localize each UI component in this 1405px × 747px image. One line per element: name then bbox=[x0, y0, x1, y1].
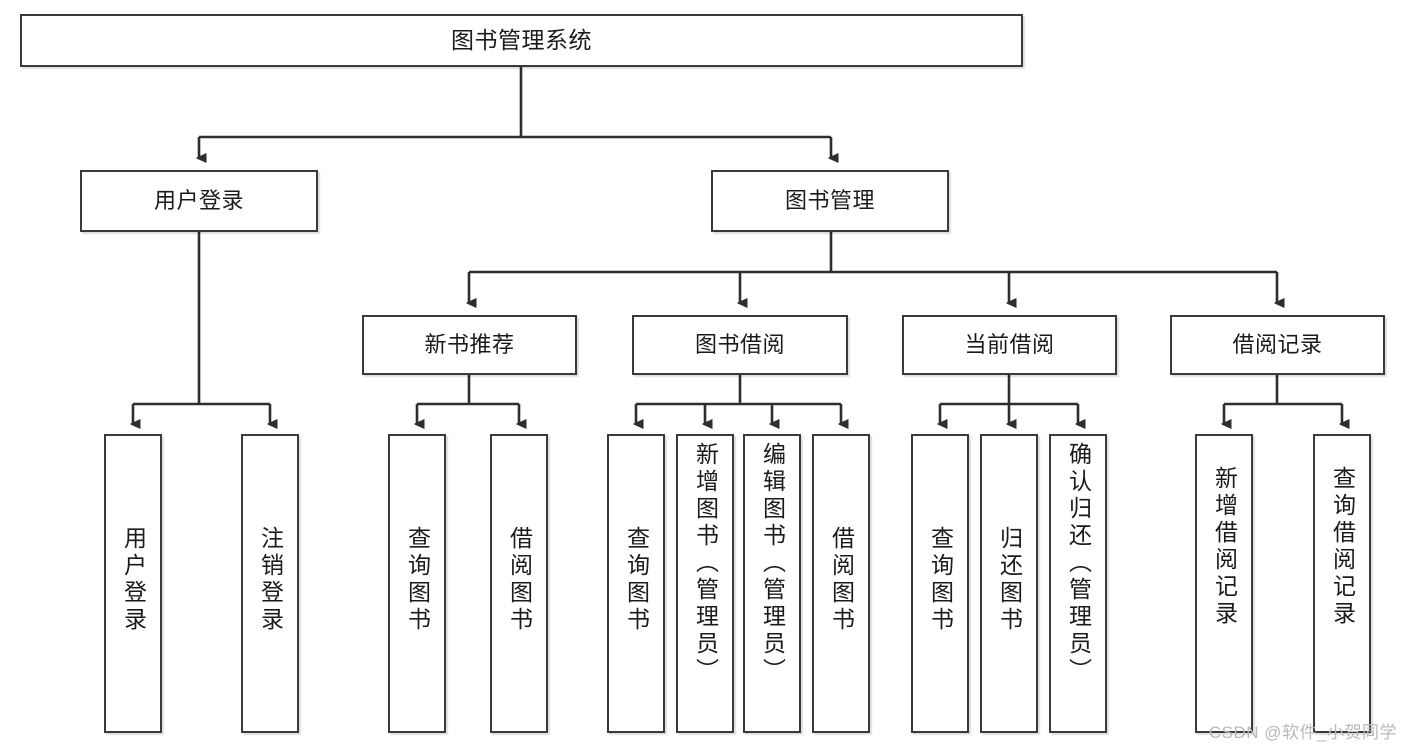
node-borrowing-record[interactable]: 借阅记录 bbox=[1170, 315, 1385, 375]
node-label: 注销登录 bbox=[257, 526, 284, 634]
node-leaf-query-book-1[interactable]: 查询图书 bbox=[388, 434, 446, 733]
node-leaf-query-book-2[interactable]: 查询图书 bbox=[607, 434, 665, 733]
node-current-borrowing[interactable]: 当前借阅 bbox=[902, 315, 1117, 375]
node-leaf-confirm-return-admin[interactable]: 确认归还（管理员） bbox=[1049, 434, 1107, 733]
node-leaf-edit-book-admin[interactable]: 编辑图书（管理员） bbox=[743, 434, 801, 733]
node-label: 图书管理 bbox=[784, 188, 875, 214]
node-label: 借阅图书 bbox=[506, 526, 533, 634]
node-leaf-user-login[interactable]: 用户登录 bbox=[104, 434, 162, 733]
node-label: 新书推荐 bbox=[424, 332, 515, 358]
node-label: 新增图书（管理员） bbox=[692, 442, 719, 685]
node-leaf-query-borrow-record[interactable]: 查询借阅记录 bbox=[1313, 434, 1371, 733]
node-root-book-management-system[interactable]: 图书管理系统 bbox=[20, 14, 1023, 67]
node-label: 编辑图书（管理员） bbox=[759, 442, 786, 685]
csdn-watermark: CSDN @软件_小贺同学 bbox=[1208, 723, 1397, 742]
node-label: 新增借阅记录 bbox=[1211, 466, 1238, 628]
node-label: 用户登录 bbox=[153, 188, 244, 214]
node-leaf-add-borrow-record[interactable]: 新增借阅记录 bbox=[1195, 434, 1253, 733]
node-book-borrowing[interactable]: 图书借阅 bbox=[632, 315, 848, 375]
node-user-login[interactable]: 用户登录 bbox=[80, 170, 318, 232]
node-label: 借阅记录 bbox=[1232, 332, 1323, 358]
node-label: 图书借阅 bbox=[694, 332, 785, 358]
node-label: 确认归还（管理员） bbox=[1065, 442, 1092, 685]
node-new-book-recommendation[interactable]: 新书推荐 bbox=[362, 315, 577, 375]
node-label: 查询图书 bbox=[927, 526, 954, 634]
node-label: 用户登录 bbox=[120, 526, 147, 634]
node-leaf-return-book[interactable]: 归还图书 bbox=[980, 434, 1038, 733]
node-label: 归还图书 bbox=[996, 526, 1023, 634]
node-label: 当前借阅 bbox=[964, 332, 1055, 358]
node-label: 查询图书 bbox=[623, 526, 650, 634]
node-label: 查询图书 bbox=[404, 526, 431, 634]
node-leaf-add-book-admin[interactable]: 新增图书（管理员） bbox=[676, 434, 734, 733]
node-leaf-logout[interactable]: 注销登录 bbox=[241, 434, 299, 733]
node-label: 图书管理系统 bbox=[451, 26, 592, 53]
node-leaf-borrow-book-1[interactable]: 借阅图书 bbox=[490, 434, 548, 733]
node-leaf-borrow-book-2[interactable]: 借阅图书 bbox=[812, 434, 870, 733]
node-label: 查询借阅记录 bbox=[1329, 466, 1356, 628]
node-label: 借阅图书 bbox=[828, 526, 855, 634]
node-leaf-query-book-3[interactable]: 查询图书 bbox=[911, 434, 969, 733]
node-book-management[interactable]: 图书管理 bbox=[711, 170, 949, 232]
